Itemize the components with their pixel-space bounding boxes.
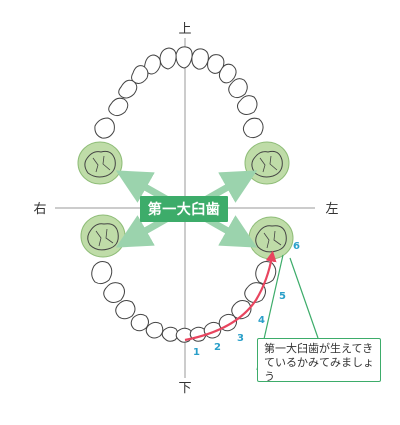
lower-teeth	[91, 261, 277, 343]
upper-tooth	[218, 63, 237, 84]
upper-tooth	[159, 47, 177, 70]
tooth-number-6: 6	[293, 241, 300, 252]
tooth-number-2: 2	[214, 342, 221, 353]
upper-tooth	[175, 46, 193, 69]
tooth-number-3: 3	[237, 333, 244, 344]
lower-tooth	[161, 326, 179, 342]
upper-tooth	[237, 95, 258, 115]
upper-tooth	[118, 79, 138, 99]
first-molar-label: 第一大臼歯	[140, 196, 228, 222]
tooth-number-1: 1	[193, 347, 200, 358]
lower-left-molar-highlight	[248, 216, 294, 260]
lower-tooth	[244, 282, 266, 303]
label-right-side: 右	[33, 202, 46, 217]
callout-box: 第一大臼歯が生えてきているかみてみましょう	[257, 338, 381, 383]
label-left-side: 左	[325, 202, 338, 217]
upper-tooth	[242, 117, 264, 139]
upper-tooth	[131, 65, 149, 84]
lower-tooth	[115, 300, 136, 320]
pink-count-arrow	[184, 250, 277, 342]
upper-tooth	[228, 78, 248, 99]
upper-tooth	[94, 117, 115, 139]
lower-tooth	[91, 261, 113, 285]
upper-teeth	[94, 46, 264, 139]
lower-tooth	[130, 313, 149, 332]
upper-tooth	[108, 97, 129, 117]
upper-right-molar-highlight	[77, 141, 123, 185]
lower-tooth	[103, 282, 125, 303]
label-top: 上	[178, 22, 191, 37]
upper-left-molar-highlight	[244, 141, 290, 185]
lower-tooth	[231, 300, 252, 320]
tooth-number-5: 5	[279, 291, 286, 302]
tooth-number-4: 4	[258, 315, 265, 326]
lower-right-molar-highlight	[80, 214, 126, 258]
lower-tooth	[145, 321, 164, 339]
label-bottom: 下	[178, 381, 191, 396]
upper-tooth	[191, 48, 209, 70]
